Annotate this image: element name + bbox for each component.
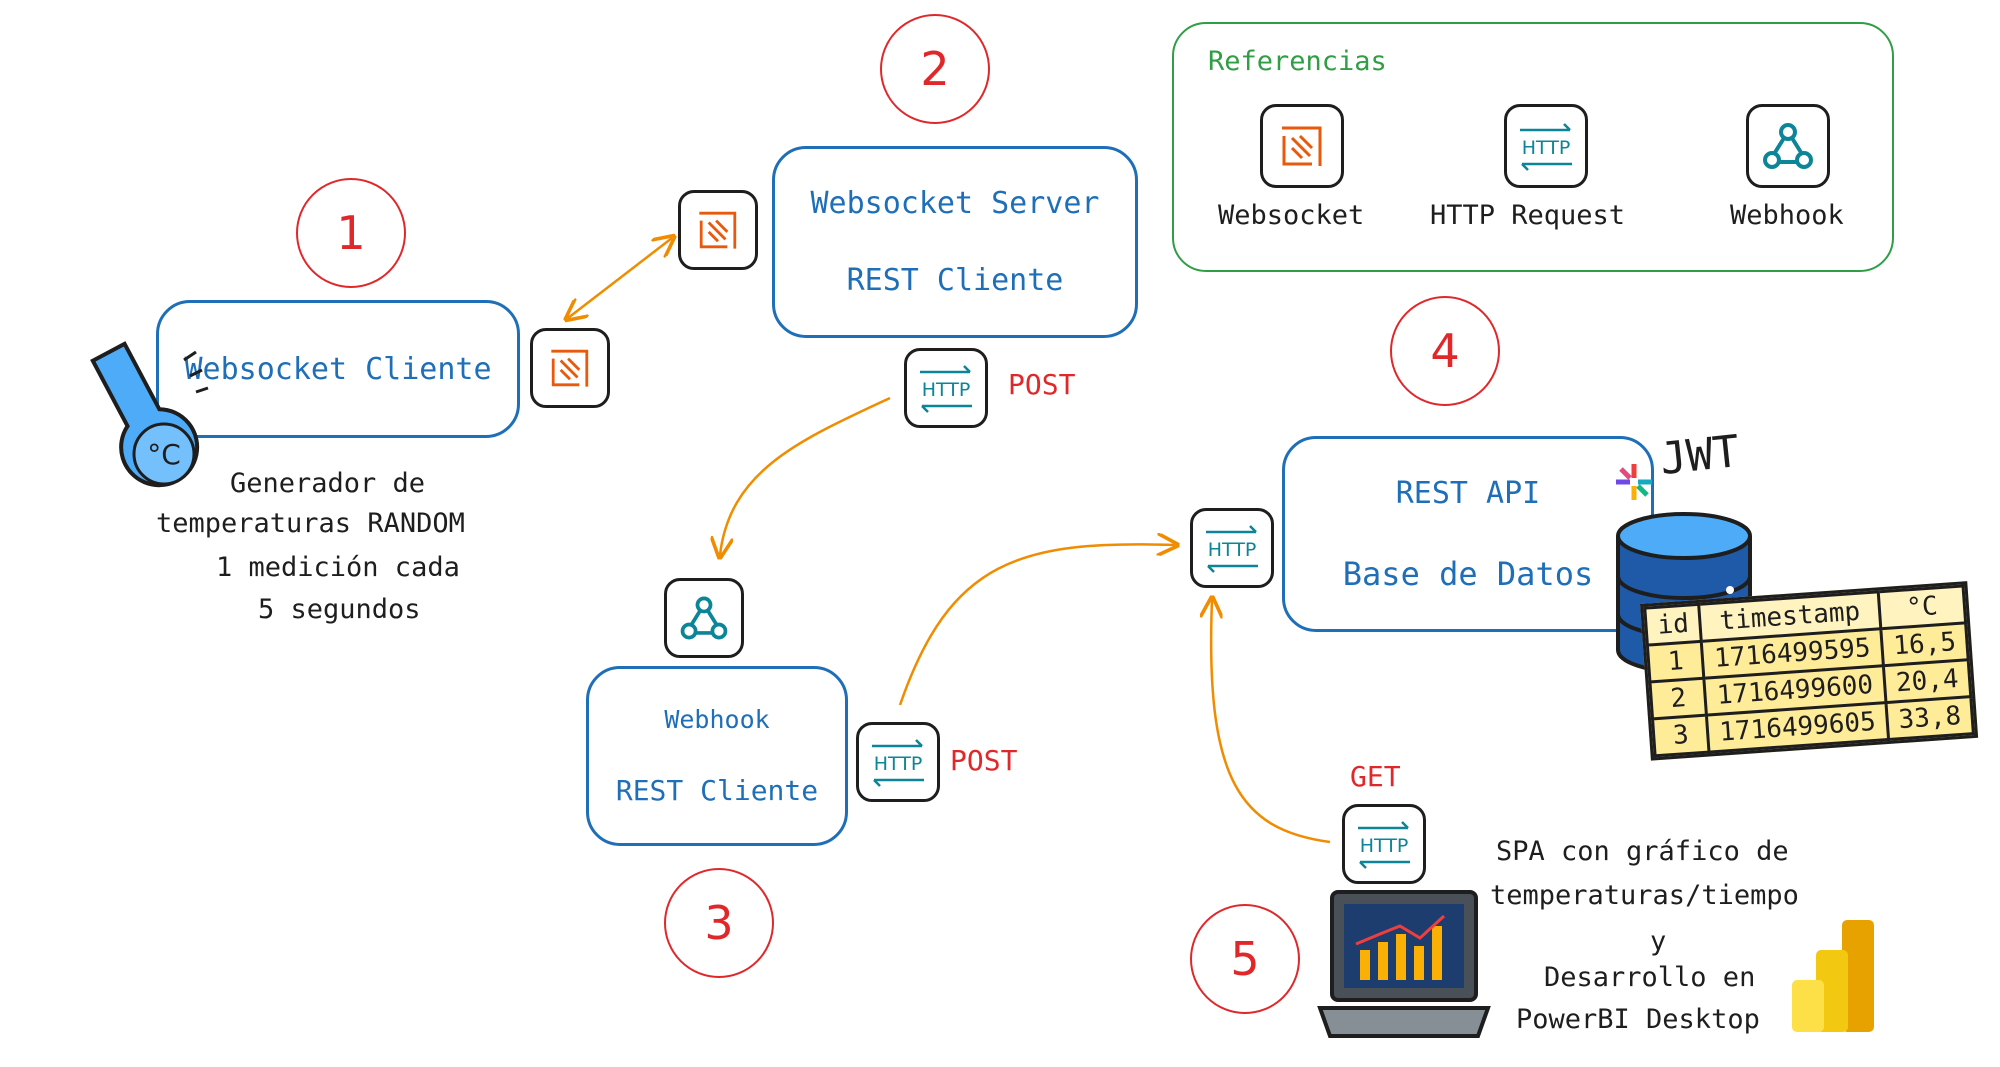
- get-label: GET: [1350, 760, 1401, 793]
- table-header-cell: id: [1644, 604, 1702, 646]
- powerbi-icon: [1786, 916, 1882, 1036]
- arrow-spa-to-api: [1211, 600, 1331, 844]
- ref-websocket-label: Websocket: [1218, 200, 1365, 231]
- database-label: Base de Datos: [1342, 554, 1594, 593]
- webhook-node-icon: [664, 578, 744, 658]
- jwt-label: JWT: [1657, 425, 1742, 486]
- thermometer-icon: °C: [84, 330, 214, 490]
- ref-http-label: HTTP Request: [1430, 200, 1626, 231]
- webhook-http-icon: HTTP: [856, 722, 940, 802]
- websocket-server-box: Websocket Server REST Cliente: [772, 146, 1138, 338]
- websocket-client-label: Websocket Cliente: [184, 351, 492, 387]
- references-title: Referencias: [1208, 46, 1387, 77]
- webhook-rest-label: REST Cliente: [615, 774, 819, 807]
- jwt-logo-icon: [1614, 462, 1654, 502]
- spa-note-line-1: SPA con gráfico de: [1496, 836, 1789, 867]
- table-cell: 2: [1649, 678, 1707, 719]
- http-icon-text: HTTP: [874, 753, 923, 775]
- arrow-webhook-to-api: [898, 544, 1175, 706]
- websocket-client-box: Websocket Cliente: [156, 300, 520, 438]
- generator-note-line-3: 1 medición cada: [216, 552, 460, 583]
- websocket-server-http-icon: HTTP: [904, 348, 988, 428]
- generator-note-line-2: temperaturas RANDOM: [156, 508, 465, 539]
- laptop-chart-icon: [1316, 886, 1492, 1046]
- http-icon-text: HTTP: [1360, 835, 1409, 857]
- webhook-box: Webhook REST Cliente: [586, 666, 848, 846]
- table-cell: 3: [1652, 715, 1710, 756]
- post-label-1: POST: [1008, 368, 1076, 401]
- http-icon: HTTP: [1504, 104, 1588, 188]
- spa-note-line-4: Desarrollo en: [1544, 962, 1756, 993]
- generator-note-line-1: Generador de: [230, 468, 426, 499]
- step-2-marker: 2: [880, 14, 990, 124]
- websocket-server-rest-label: REST Cliente: [846, 263, 1064, 298]
- spa-note-line-5: PowerBI Desktop: [1516, 1004, 1760, 1035]
- table-cell: 16,5: [1880, 622, 1969, 666]
- webhook-label: Webhook: [664, 705, 770, 734]
- arrow-ws-client-to-server: [568, 238, 672, 318]
- http-icon-text: HTTP: [1522, 137, 1571, 159]
- table-cell: 33,8: [1885, 696, 1974, 740]
- websocket-server-label: Websocket Server: [810, 186, 1100, 221]
- references-panel: Referencias Websocket HTTP HTTP Request: [1172, 22, 1894, 272]
- thermometer-celsius: °C: [147, 438, 181, 471]
- spa-note-line-3: y: [1650, 926, 1667, 957]
- post-label-2: POST: [950, 744, 1018, 777]
- step-3-marker: 3: [664, 868, 774, 978]
- step-4-marker: 4: [1390, 296, 1500, 406]
- database-table: id timestamp °C 1 1716499595 16,5 2 1716…: [1640, 581, 1979, 761]
- rest-api-http-icon: HTTP: [1190, 508, 1274, 588]
- ref-webhook-label: Webhook: [1730, 200, 1844, 231]
- generator-note-line-4: 5 segundos: [258, 594, 421, 625]
- step-1-marker: 1: [296, 178, 406, 288]
- http-icon-text: HTTP: [1208, 539, 1257, 561]
- spa-http-icon: HTTP: [1342, 804, 1426, 884]
- websocket-client-ws-icon: [530, 328, 610, 408]
- websocket-server-ws-icon: [678, 190, 758, 270]
- step-5-marker: 5: [1190, 904, 1300, 1014]
- spa-note-line-2: temperaturas/tiempo: [1490, 880, 1799, 911]
- websocket-icon: [1260, 104, 1344, 188]
- table-cell: 1: [1647, 641, 1705, 682]
- http-icon-text: HTTP: [922, 379, 971, 401]
- table-cell: 20,4: [1883, 659, 1972, 703]
- webhook-icon: [1746, 104, 1830, 188]
- rest-api-label: REST API: [1395, 475, 1541, 511]
- temperature-table: id timestamp °C 1 1716499595 16,5 2 1716…: [1643, 584, 1975, 757]
- arrow-server-to-webhook: [720, 396, 891, 555]
- table-header-cell: °C: [1878, 585, 1967, 629]
- rest-api-box: REST API Base de Datos: [1282, 436, 1654, 632]
